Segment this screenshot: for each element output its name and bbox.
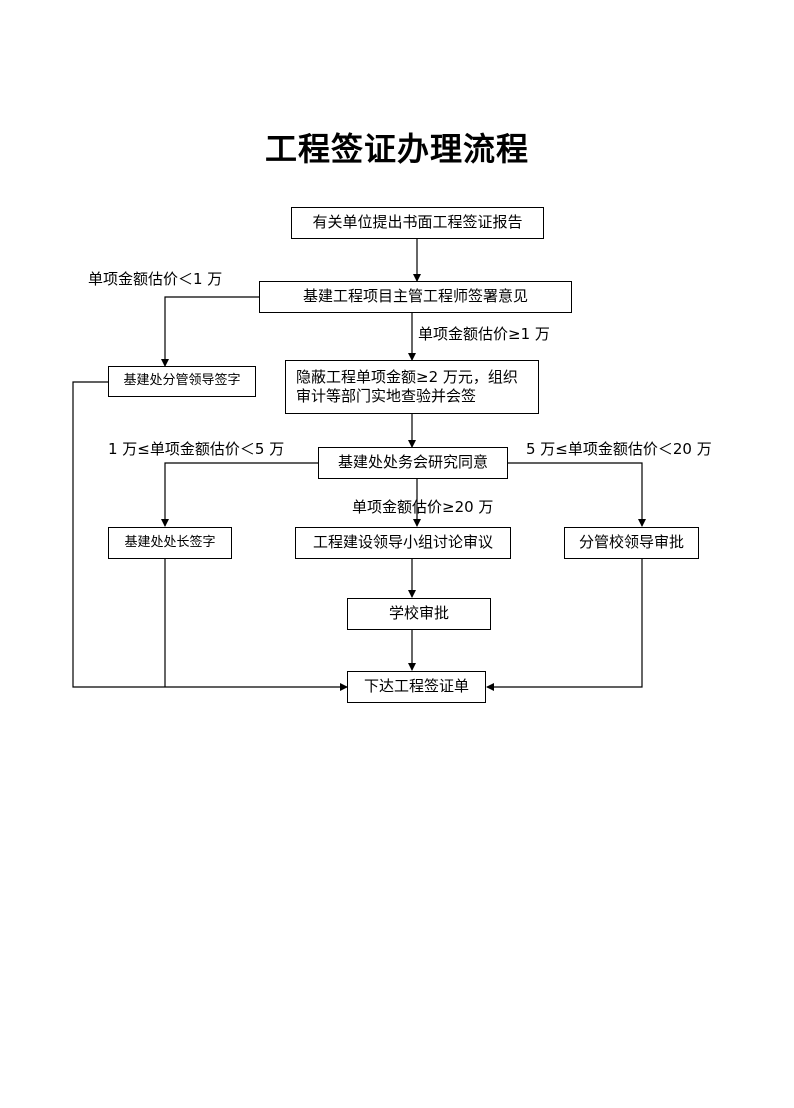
node-vice-principal: 分管校领导审批: [564, 527, 699, 559]
node-hidden-work-line1: 隐蔽工程单项金额≥2 万元，组织: [296, 367, 518, 386]
label-ge-1w: 单项金额估价≥1 万: [418, 325, 550, 343]
node-hidden-work: 隐蔽工程单项金额≥2 万元，组织 审计等部门实地查验并会签: [285, 360, 539, 414]
page-title: 工程签证办理流程: [264, 130, 529, 168]
node-engineer-opinion: 基建工程项目主管工程师签署意见: [259, 281, 572, 313]
connector-opinion-to-deputy: [161, 296, 259, 367]
connector-meeting-to-vice: [507, 462, 646, 527]
label-range-5-20: 5 万≤单项金额估价＜20 万: [526, 440, 712, 458]
node-director-sign: 基建处处长签字: [108, 527, 232, 559]
label-lt-1w: 单项金额估价＜1 万: [88, 270, 223, 288]
node-hidden-work-line2: 审计等部门实地查验并会签: [296, 387, 477, 405]
node-issue-form: 下达工程签证单: [347, 671, 486, 703]
connector-deputy-to-issue: [72, 381, 348, 691]
connector-vice-to-issue: [486, 559, 643, 691]
node-leadership-group: 工程建设领导小组讨论审议: [295, 527, 511, 559]
node-report: 有关单位提出书面工程签证报告: [291, 207, 544, 239]
label-ge-20w: 单项金额估价≥20 万: [352, 498, 494, 516]
label-range-1-5: 1 万≤单项金额估价＜5 万: [108, 440, 285, 458]
connector-meeting-to-director: [161, 462, 319, 527]
node-office-meeting: 基建处处务会研究同意: [318, 447, 508, 479]
node-school-approval: 学校审批: [347, 598, 491, 630]
node-deputy-sign: 基建处分管领导签字: [108, 366, 256, 397]
